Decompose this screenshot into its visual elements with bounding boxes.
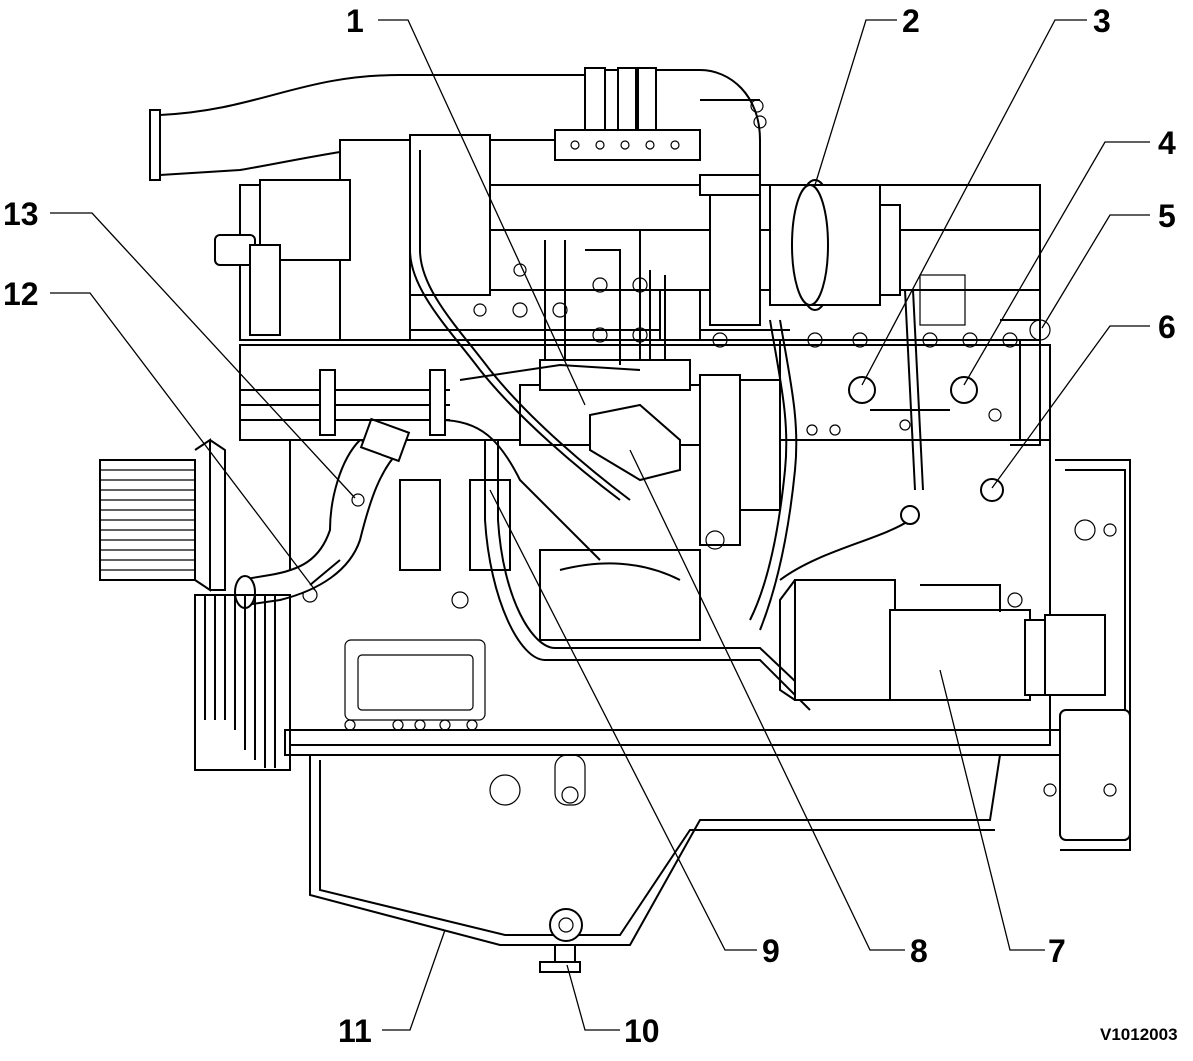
leader-8 (629, 449, 905, 951)
callout-labels: 1 2 3 4 5 6 7 8 9 10 11 12 13 (3, 3, 1176, 1049)
thermostat-housing (214, 234, 450, 436)
callout-1: 1 (346, 3, 364, 39)
turbocharger (659, 174, 901, 341)
callout-8: 8 (910, 933, 928, 969)
callout-3: 3 (1093, 3, 1111, 39)
leader-10 (566, 964, 620, 1031)
flywheel-housing (1000, 319, 1131, 851)
coolant-hose (234, 417, 411, 609)
leader-12 (50, 292, 316, 591)
crankshaft-pulley (99, 438, 291, 771)
leader-5 (1041, 214, 1150, 329)
callout-7: 7 (1048, 933, 1066, 969)
leader-11 (382, 929, 446, 1031)
leader-3 (861, 19, 1087, 386)
callout-10: 10 (624, 1013, 660, 1049)
leader-2 (814, 19, 897, 186)
callout-9: 9 (762, 933, 780, 969)
callout-13: 13 (3, 196, 39, 232)
pipe-lines (409, 150, 924, 711)
callout-11: 11 (338, 1013, 372, 1049)
callout-4: 4 (1158, 125, 1176, 161)
engine-drawing (99, 67, 1131, 973)
cylinder-head (239, 134, 1041, 348)
leader-4 (963, 141, 1150, 386)
air-intake-pipe (149, 67, 767, 186)
callout-6: 6 (1158, 309, 1176, 345)
callout-5: 5 (1158, 198, 1176, 234)
starter-motor (779, 579, 1106, 701)
oil-pan (309, 754, 1001, 973)
callout-12: 12 (3, 276, 39, 312)
leader-6 (991, 325, 1150, 489)
leader-7 (939, 669, 1045, 951)
figure-reference: V1012003 (1100, 1025, 1178, 1044)
callout-2: 2 (902, 3, 920, 39)
leader-9 (489, 489, 757, 951)
leader-lines (50, 19, 1150, 1031)
leader-1 (378, 19, 586, 406)
fuel-injection-pump (399, 359, 781, 641)
leader-13 (50, 212, 356, 499)
bolt-row (344, 719, 478, 731)
